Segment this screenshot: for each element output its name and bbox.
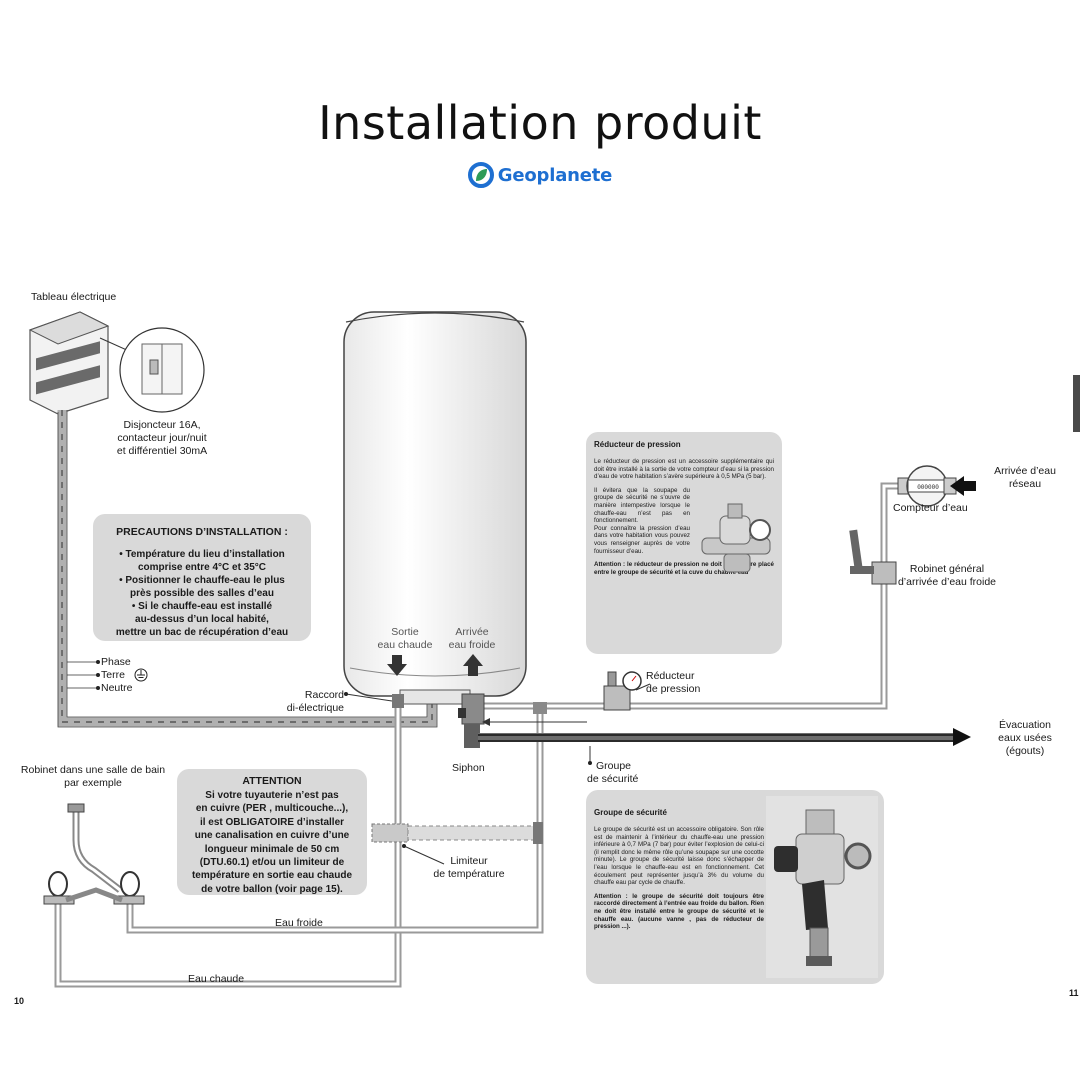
water-meter: 000000 — [897, 465, 957, 507]
label-groupe-line: Groupe — [596, 760, 632, 772]
attention-line: de votre ballon (voir page 15). — [201, 883, 343, 895]
safety-group-valve — [458, 693, 485, 748]
label-evacuation-line: Évacuation — [999, 719, 1051, 731]
label-reducteur-line: de pression — [646, 683, 701, 695]
electrical-panel — [28, 311, 110, 415]
label-robinet-general-line: Robinet général — [909, 563, 985, 575]
pressure-reducer — [603, 671, 642, 711]
label-evacuation-line: (égouts) — [1005, 745, 1045, 757]
label-disjoncteur: Disjoncteur 16A, contacteur jour/nuit et… — [100, 419, 224, 458]
precautions-line: mettre un bac de récupération d’eau — [115, 627, 289, 638]
label-eau-chaude: Eau chaude — [188, 973, 245, 985]
reducteur-box-text: Il évitera que la soupape du groupe de s… — [594, 486, 690, 525]
precautions-line: • Positionner le chauffe-eau le plus — [119, 575, 285, 586]
hot-water-out-arrow-icon — [387, 655, 407, 676]
attention-line: longueur minimale de 50 cm — [204, 843, 340, 855]
temperature-limiter — [371, 822, 543, 844]
leaf-icon — [467, 162, 494, 188]
earth-icon — [134, 668, 148, 682]
attention-line: une canalisation en cuivre d’une — [194, 830, 350, 842]
label-sortie: Sortie eau chaude — [370, 626, 440, 652]
groupe-box-warning: Attention : le groupe de sécurité doit t… — [594, 892, 764, 931]
page-number-left: 10 — [14, 996, 25, 1006]
attention-line: température en sortie eau chaude — [191, 870, 353, 882]
label-limiteur-line: Limiteur — [450, 855, 488, 867]
label-reducteur-line: Réducteur — [646, 670, 695, 682]
label-disjoncteur-line: Disjoncteur 16A, — [123, 419, 201, 431]
label-arrivee-reseau: Arrivée d’eau réseau — [984, 465, 1066, 491]
label-arrivee-line: Arrivée — [455, 626, 489, 638]
label-sortie-line: eau chaude — [377, 639, 433, 651]
label-terre: Terre — [101, 669, 125, 681]
breaker-callout — [99, 327, 205, 413]
label-robinet-bain-line: par exemple — [64, 777, 122, 789]
label-robinet-bain: Robinet dans une salle de bain par exemp… — [10, 764, 176, 790]
groupe-box-title: Groupe de sécurité — [594, 808, 667, 817]
attention-line: en cuivre (PER , multicouche...), — [195, 803, 349, 815]
precautions-box: PRECAUTIONS D’INSTALLATION : • Températu… — [93, 514, 311, 641]
label-disjoncteur-line: contacteur jour/nuit — [117, 432, 207, 444]
label-robinet-bain-line: Robinet dans une salle de bain — [20, 764, 166, 776]
page-tab-marker — [1073, 375, 1080, 432]
attention-line: Si votre tuyauterie n’est pas — [205, 790, 339, 801]
page-title: Installation produit — [318, 96, 762, 150]
attention-line: (DTU.60.1) et/ou un limiteur de — [199, 857, 345, 869]
label-arrivee-line: eau froide — [448, 639, 496, 651]
pressure-reducer-photo — [701, 503, 771, 573]
label-raccord-line: di-électrique — [286, 702, 344, 714]
groupe-box-text: Le groupe de sécurité est un accessoire … — [594, 826, 764, 887]
label-tableau: Tableau électrique — [31, 291, 117, 303]
label-raccord-line: Raccord — [304, 689, 344, 701]
precautions-title: PRECAUTIONS D’INSTALLATION : — [116, 526, 288, 538]
reducteur-box-title: Réducteur de pression — [594, 440, 681, 449]
label-arrivee-reseau-line: Arrivée d’eau — [994, 465, 1056, 477]
reducteur-info-box: Réducteur de pression Le réducteur de pr… — [586, 432, 782, 654]
precautions-line: comprise entre 4°C et 35°C — [137, 562, 267, 573]
label-evacuation: Évacuation eaux usées (égouts) — [988, 719, 1062, 758]
precautions-line: près possible des salles d’eau — [130, 588, 274, 599]
cold-water-in-arrow-icon — [463, 654, 483, 676]
precautions-line: au-dessus d’un local habité, — [135, 614, 269, 625]
label-sortie-line: Sortie — [391, 626, 419, 638]
attention-box: ATTENTION Si votre tuyauterie n’est pas … — [177, 769, 367, 895]
meter-digits: 000000 — [917, 484, 939, 491]
main-valve — [849, 529, 897, 585]
label-phase: Phase — [101, 656, 131, 668]
label-arrivee: Arrivée eau froide — [437, 626, 507, 652]
label-robinet-general: Robinet général d’arrivée d’eau froide — [892, 563, 1002, 589]
label-disjoncteur-line: et différentiel 30mA — [116, 445, 208, 457]
label-raccord: Raccord di-électrique — [262, 689, 344, 715]
label-reducteur: Réducteur de pression — [646, 670, 700, 696]
bath-tap — [43, 803, 145, 905]
reducteur-box-warning: Attention : le réducteur de pression ne … — [594, 561, 774, 576]
page-number-right: 11 — [1069, 988, 1079, 998]
label-limiteur-line: de température — [433, 868, 505, 880]
attention-line: il est OBLIGATOIRE d’installer — [199, 816, 345, 828]
brand-name: Geoplanete — [497, 164, 613, 186]
label-eau-froide: Eau froide — [275, 917, 323, 929]
precautions-line: • Si le chauffe-eau est installé — [131, 601, 273, 612]
safety-group-photo — [766, 796, 878, 978]
reducteur-box-text: Le réducteur de pression est un accessoi… — [594, 458, 774, 481]
brand-logo: Geoplanete — [0, 162, 1080, 188]
label-siphon: Siphon — [452, 762, 485, 774]
supply-inlet-arrow-icon — [950, 476, 976, 496]
reducteur-box-text: Pour connaître la pression d’eau dans vo… — [594, 524, 690, 555]
label-limiteur: Limiteur de température — [428, 855, 510, 881]
label-arrivee-reseau-line: réseau — [1008, 478, 1042, 490]
label-compteur: Compteur d’eau — [893, 502, 968, 514]
label-evacuation-line: eaux usées — [998, 732, 1052, 744]
label-robinet-general-line: d’arrivée d’eau froide — [897, 576, 997, 588]
groupe-info-box: Groupe de sécurité Le groupe de sécurité… — [586, 790, 884, 984]
label-groupe-line: de sécurité — [587, 773, 639, 785]
precautions-line: • Température du lieu d’installation — [119, 549, 285, 560]
attention-title: ATTENTION — [242, 775, 302, 787]
label-groupe: Groupe de sécurité — [587, 760, 638, 786]
label-neutre: Neutre — [101, 682, 133, 694]
water-heater-tank — [343, 311, 527, 705]
